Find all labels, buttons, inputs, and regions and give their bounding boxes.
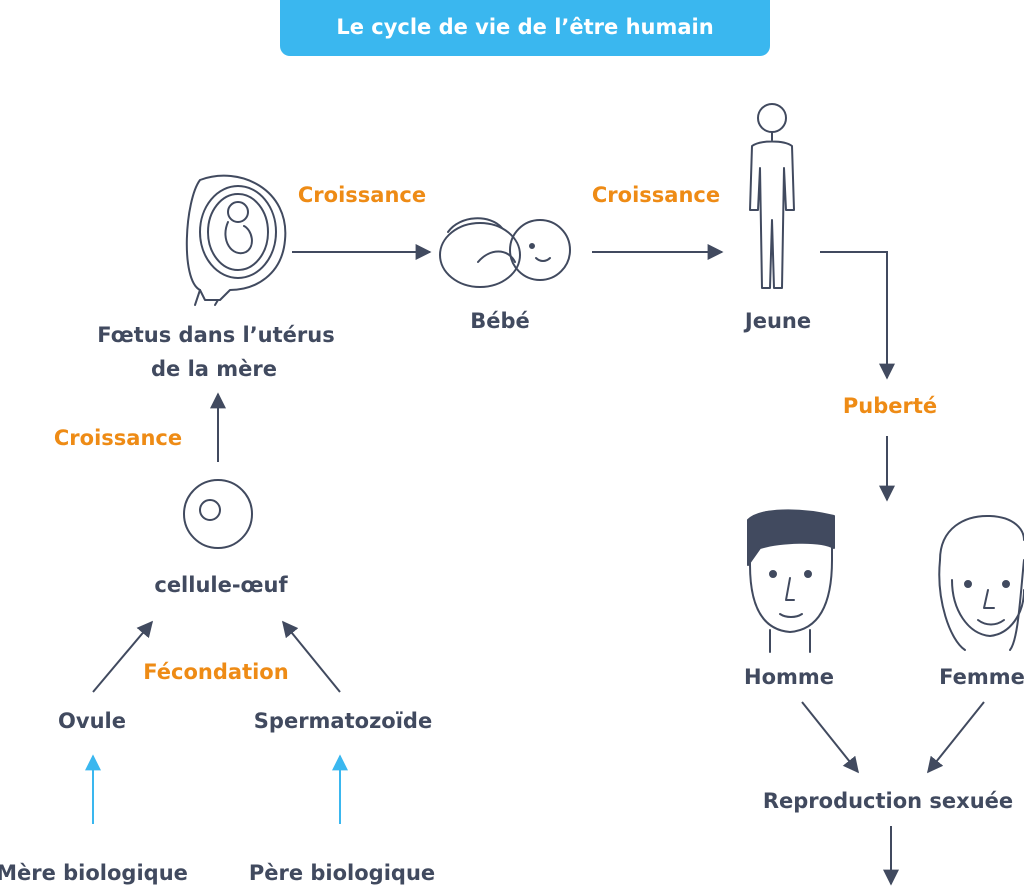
stage-puberte: Puberté (842, 394, 938, 418)
man-face-icon (747, 509, 835, 653)
child-icon (749, 103, 795, 289)
stage-croissance-2: Croissance (591, 183, 721, 207)
node-homme: Homme (743, 665, 835, 689)
node-cellule-oeuf: cellule-œuf (154, 573, 288, 597)
node-bebe: Bébé (470, 309, 530, 333)
node-pere: Père biologique (248, 861, 436, 885)
stage-croissance-1: Croissance (297, 183, 427, 207)
arrow-sperm-to-oeuf (281, 620, 341, 693)
stage-fecondation: Fécondation (143, 660, 289, 684)
arrow-homme-to-repro (801, 701, 859, 774)
node-foetus-line2: de la mère (151, 357, 277, 381)
woman-face-icon (938, 514, 1024, 651)
arrow-jeune-to-puberte (820, 251, 895, 380)
node-ovule: Ovule (58, 709, 126, 733)
diagram-title: Le cycle de vie de l’être humain (280, 0, 770, 56)
baby-icon (439, 217, 571, 288)
egg-cell-icon (183, 479, 253, 549)
foetus-uterus-icon (185, 174, 287, 306)
arrow-ovule-to-oeuf (92, 620, 154, 693)
node-foetus-line1: Fœtus dans l’utérus (97, 323, 335, 347)
node-mere: Mère biologique (0, 861, 188, 885)
node-jeune: Jeune (744, 309, 812, 333)
arrow-femme-to-repro (927, 701, 985, 774)
stage-croissance-3: Croissance (53, 426, 183, 450)
node-femme: Femme (939, 665, 1024, 689)
node-spermatozoide: Spermatozoïde (253, 709, 433, 733)
node-reproduction: Reproduction sexuée (762, 789, 1014, 813)
